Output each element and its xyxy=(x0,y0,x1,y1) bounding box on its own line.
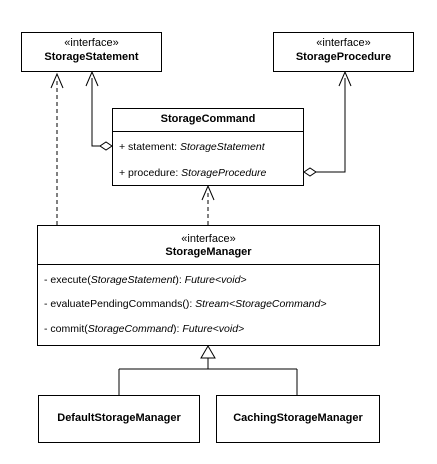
storage-statement-stereotype: «interface» xyxy=(64,37,119,49)
method-prefix: - evaluatePendingCommands( xyxy=(44,298,186,310)
storage-statement-name: StorageStatement xyxy=(44,51,139,63)
attribute-type: StorageProcedure xyxy=(181,167,267,179)
attribute-type: StorageStatement xyxy=(180,141,265,153)
method-return: Stream<StorageCommand> xyxy=(195,298,327,310)
storage-manager-class[interactable]: «interface» StorageManager - execute(Sto… xyxy=(37,225,380,346)
storage-command-divider xyxy=(113,131,303,132)
dependency-manager-to-command xyxy=(201,184,215,225)
storage-manager-stereotype: «interface» xyxy=(181,233,236,245)
attribute-prefix: + statement: xyxy=(119,141,180,153)
storage-manager-method: - execute(StorageStatement): Future<void… xyxy=(44,274,247,287)
method-return: Future<void> xyxy=(182,323,245,335)
default-storage-manager-name: DefaultStorageManager xyxy=(57,412,181,424)
aggregation-command-to-statement xyxy=(85,70,113,151)
default-storage-manager-class[interactable]: DefaultStorageManager xyxy=(38,395,200,443)
storage-statement-class[interactable]: «interface» StorageStatement xyxy=(21,32,162,72)
storage-procedure-class[interactable]: «interface» StorageProcedure xyxy=(273,32,414,72)
generalization-implementers-to-manager xyxy=(118,345,298,395)
method-param: StorageStatement xyxy=(90,274,176,286)
storage-manager-name: StorageManager xyxy=(165,246,252,258)
storage-command-name: StorageCommand xyxy=(160,113,256,125)
storage-manager-divider xyxy=(38,264,379,265)
storage-manager-method: - evaluatePendingCommands(): Stream<Stor… xyxy=(44,298,327,311)
caching-storage-manager-name: CachingStorageManager xyxy=(233,412,363,424)
method-return: Future<void> xyxy=(184,274,247,286)
storage-command-class[interactable]: StorageCommand + statement: StorageState… xyxy=(112,108,304,186)
storage-command-attribute: + statement: StorageStatement xyxy=(119,141,265,154)
method-mid: ): xyxy=(175,274,185,286)
storage-command-attribute: + procedure: StorageProcedure xyxy=(119,167,266,180)
aggregation-command-to-procedure xyxy=(303,70,352,177)
realization-manager-to-statement xyxy=(50,72,64,225)
storage-procedure-stereotype: «interface» xyxy=(316,37,371,49)
method-prefix: - execute( xyxy=(44,274,91,286)
caching-storage-manager-class[interactable]: CachingStorageManager xyxy=(216,395,380,443)
attribute-prefix: + procedure: xyxy=(119,167,182,179)
method-mid: ): xyxy=(172,323,183,335)
storage-procedure-name: StorageProcedure xyxy=(295,51,392,63)
method-mid: ): xyxy=(185,298,196,310)
method-param: StorageCommand xyxy=(87,323,173,335)
method-prefix: - commit( xyxy=(44,323,88,335)
storage-manager-method: - commit(StorageCommand): Future<void> xyxy=(44,323,244,336)
